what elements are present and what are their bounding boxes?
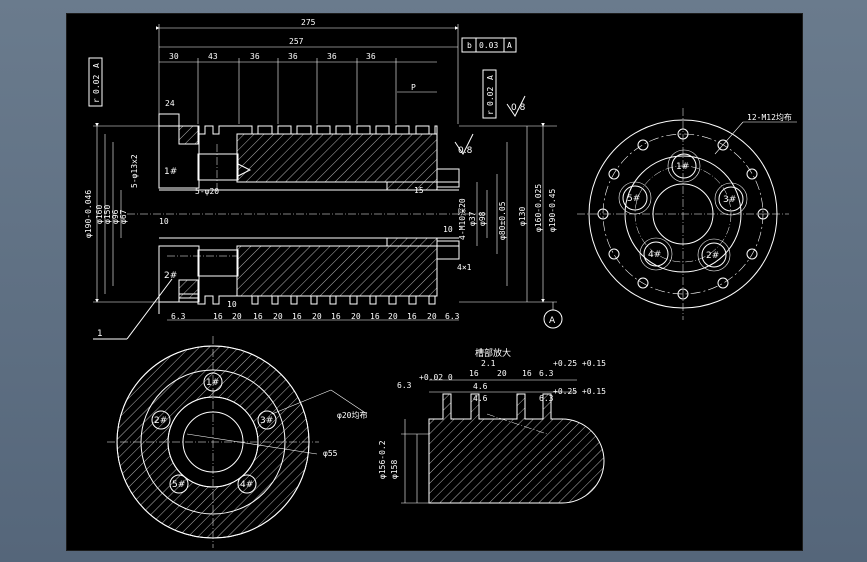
dim-257: 257 bbox=[289, 37, 304, 46]
svg-text:20: 20 bbox=[427, 312, 437, 321]
svg-text:+0.02 0: +0.02 0 bbox=[419, 373, 453, 382]
dim-d160-025: φ160-0.025 bbox=[534, 184, 543, 232]
section-circle-dim: φ55 bbox=[323, 449, 338, 458]
dim-10-right: 10 bbox=[443, 225, 453, 234]
svg-text:0.03: 0.03 bbox=[479, 41, 498, 50]
svg-text:φ156-0.2: φ156-0.2 bbox=[378, 440, 387, 479]
tolerance-frame-left: r 0.02 A bbox=[88, 57, 103, 107]
leader-1-label: 1 bbox=[97, 329, 103, 339]
svg-text:2#: 2# bbox=[154, 416, 167, 426]
svg-text:20: 20 bbox=[273, 312, 283, 321]
svg-text:16: 16 bbox=[469, 369, 479, 378]
svg-text:4#: 4# bbox=[240, 480, 253, 490]
dim-43: 43 bbox=[208, 52, 218, 61]
dim-d150: φ150 bbox=[103, 205, 112, 224]
dim-10-left: 10 bbox=[159, 217, 169, 226]
svg-text:0.02: 0.02 bbox=[486, 87, 495, 106]
note-5-d13: 5-φ13x2 bbox=[130, 154, 139, 188]
dim-d190-45: φ190-0.45 bbox=[548, 188, 557, 232]
svg-text:r: r bbox=[486, 110, 495, 115]
roughness-1: 0.8 bbox=[458, 146, 473, 156]
tolerance-frame-top: b 0.03 A bbox=[461, 37, 517, 53]
svg-text:5#: 5# bbox=[172, 480, 185, 490]
note-p: P bbox=[411, 83, 416, 92]
dim-36b: 36 bbox=[288, 52, 298, 61]
main-section-view: 275 257 30 43 36 36 36 36 b 0.03 A r 0.0… bbox=[84, 18, 563, 340]
thread-holes bbox=[597, 128, 769, 300]
detail-view: 槽部放大 φ156-0.2 φ158 6.3 +0.02 0 16 20 16 … bbox=[378, 347, 606, 504]
roughness-2: 0.8 bbox=[511, 103, 526, 113]
svg-text:b: b bbox=[467, 41, 472, 50]
svg-text:16: 16 bbox=[292, 312, 302, 321]
cad-drawing: 275 257 30 43 36 36 36 36 b 0.03 A r 0.0… bbox=[84, 18, 797, 548]
svg-text:6.3: 6.3 bbox=[539, 394, 554, 403]
svg-text:20: 20 bbox=[232, 312, 242, 321]
dim-d98: φ98 bbox=[478, 211, 487, 226]
svg-text:0.02: 0.02 bbox=[92, 75, 101, 94]
datum-a-label: A bbox=[549, 316, 556, 326]
svg-text:6.3: 6.3 bbox=[445, 312, 460, 321]
svg-text:4.6: 4.6 bbox=[473, 394, 488, 403]
svg-text:4.6: 4.6 bbox=[473, 382, 488, 391]
lower-section-view: 1# 3# 4# 5# 2# φ20均布 φ55 bbox=[107, 336, 367, 548]
dim-36a: 36 bbox=[250, 52, 260, 61]
svg-text:2#: 2# bbox=[706, 251, 719, 261]
dim-5-d20: 5-φ20 bbox=[195, 187, 219, 196]
dim-d96: φ96 bbox=[111, 209, 120, 224]
svg-text:+0.25 +0.15: +0.25 +0.15 bbox=[553, 359, 606, 368]
dim-d67: φ67 bbox=[119, 209, 128, 224]
svg-text:16: 16 bbox=[370, 312, 380, 321]
svg-text:6.3: 6.3 bbox=[397, 381, 412, 390]
numbered-holes-section: 1# 3# 4# 5# 2# bbox=[151, 372, 277, 494]
svg-text:3#: 3# bbox=[260, 416, 273, 426]
svg-text:5#: 5# bbox=[627, 194, 640, 204]
thread-note: 12-M12均布 bbox=[747, 112, 792, 122]
svg-text:16: 16 bbox=[253, 312, 263, 321]
svg-text:6.3: 6.3 bbox=[171, 312, 186, 321]
end-view: 1# 3# 2# 4# 5# 12-M12均布 bbox=[577, 108, 797, 320]
drawing-sheet: 275 257 30 43 36 36 36 36 b 0.03 A r 0.0… bbox=[66, 13, 803, 551]
dim-4x1: 4×1 bbox=[457, 263, 472, 272]
svg-text:2.1: 2.1 bbox=[481, 359, 496, 368]
svg-text:A: A bbox=[507, 41, 512, 50]
svg-text:3#: 3# bbox=[723, 195, 736, 205]
bottom-dims: 6.3 16 20 16 20 16 20 16 20 16 20 16 20 … bbox=[171, 300, 460, 321]
dim-d37: φ37 bbox=[468, 211, 477, 226]
svg-text:6.3: 6.3 bbox=[539, 369, 554, 378]
dim-275: 275 bbox=[301, 18, 316, 27]
dim-d160: φ160 bbox=[95, 205, 104, 224]
svg-text:1#: 1# bbox=[676, 162, 689, 172]
svg-text:φ158: φ158 bbox=[390, 460, 399, 479]
dim-24: 24 bbox=[165, 99, 175, 108]
dim-30: 30 bbox=[169, 52, 179, 61]
svg-text:A: A bbox=[92, 63, 101, 68]
tolerance-frame-right: r 0.02 A bbox=[482, 69, 497, 119]
dim-36c: 36 bbox=[327, 52, 337, 61]
dim-d130: φ130 bbox=[518, 207, 527, 226]
svg-text:+0.25 +0.15: +0.25 +0.15 bbox=[553, 387, 606, 396]
svg-text:20: 20 bbox=[497, 369, 507, 378]
detail-title: 槽部放大 bbox=[475, 347, 511, 359]
svg-text:r: r bbox=[92, 98, 101, 103]
numbered-holes-end: 1# 3# 2# 4# 5# bbox=[618, 149, 748, 272]
note-4-m10: 4-M10深20 bbox=[458, 198, 467, 240]
svg-text:20: 20 bbox=[351, 312, 361, 321]
svg-text:1#: 1# bbox=[206, 378, 219, 388]
svg-text:20: 20 bbox=[388, 312, 398, 321]
svg-text:16: 16 bbox=[213, 312, 223, 321]
main-hole-2: 2# bbox=[164, 271, 177, 281]
svg-text:A: A bbox=[486, 75, 495, 80]
main-hole-1: 1# bbox=[164, 167, 177, 177]
dim-15: 15 bbox=[414, 186, 424, 195]
svg-text:16: 16 bbox=[407, 312, 417, 321]
dim-d80: φ80±0.05 bbox=[498, 201, 507, 240]
svg-text:10: 10 bbox=[227, 300, 237, 309]
section-hole-dim: φ20均布 bbox=[337, 410, 367, 420]
svg-text:16: 16 bbox=[331, 312, 341, 321]
svg-text:20: 20 bbox=[312, 312, 322, 321]
svg-text:4#: 4# bbox=[648, 250, 661, 260]
dim-36d: 36 bbox=[366, 52, 376, 61]
dim-d190: φ190-0.046 bbox=[84, 190, 93, 238]
svg-text:16: 16 bbox=[522, 369, 532, 378]
